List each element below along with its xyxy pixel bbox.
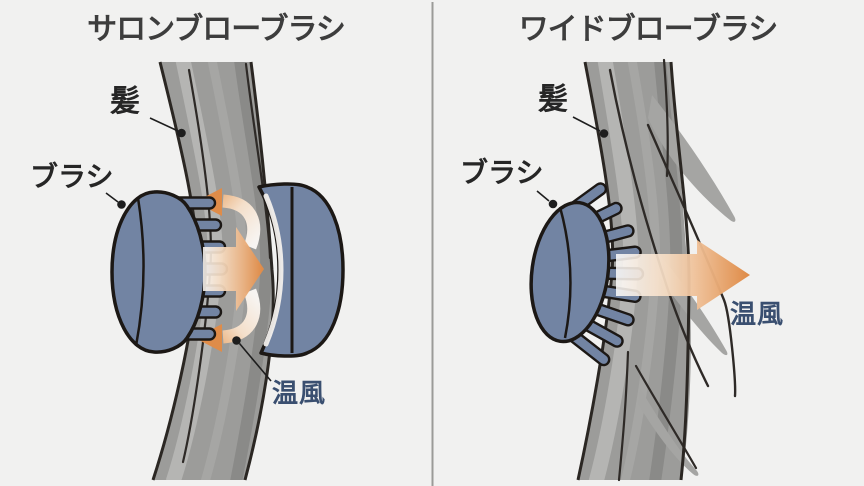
warm-air-leader-dot [232, 336, 241, 345]
salon-panel-art [105, 61, 345, 481]
hair-label-left: 髪 [110, 85, 140, 118]
brush-label-right: ブラシ [460, 157, 544, 188]
hair-leader-line [572, 116, 601, 132]
return-air-band-top [222, 194, 261, 250]
brush-leader-line [105, 192, 119, 203]
hair-edge [243, 61, 275, 481]
hair-label-right: 髪 [538, 83, 568, 116]
brush-leader-dot [548, 199, 558, 209]
brush-label-left: ブラシ [30, 161, 114, 192]
hair-leader-line [149, 117, 179, 132]
catch-plate-highlight [263, 193, 284, 347]
salon-brush-body [110, 190, 207, 354]
hair-streak [230, 62, 273, 480]
warm-air-arrow-left-panel [203, 227, 264, 311]
hair-strand-line [617, 350, 630, 482]
left-panel-title: サロンブローブラシ [87, 13, 346, 46]
hair-leader-dot [177, 128, 186, 138]
hair-leader-dot [599, 129, 609, 138]
warm-air-leader-line [238, 342, 272, 382]
wide-panel-art [529, 58, 750, 482]
warm-air-label-left: 温風 [272, 378, 327, 408]
flyaway-wisp [648, 95, 736, 222]
hair-strand-line [634, 364, 698, 470]
catch-plate [257, 182, 345, 358]
salon-brush-rim [134, 197, 145, 347]
wide-brush-rim [558, 206, 572, 339]
warm-air-arrow-right-panel [616, 240, 750, 310]
brush-leader-dot [117, 200, 126, 209]
warm-air-label-right: 温風 [730, 299, 785, 329]
hair-strand-line [662, 58, 669, 178]
flyaway-wisp [638, 388, 699, 476]
return-air-band-bottom [222, 288, 261, 344]
brush-leader-line [536, 190, 550, 202]
right-panel-title: ワイドブローブラシ [518, 13, 779, 46]
